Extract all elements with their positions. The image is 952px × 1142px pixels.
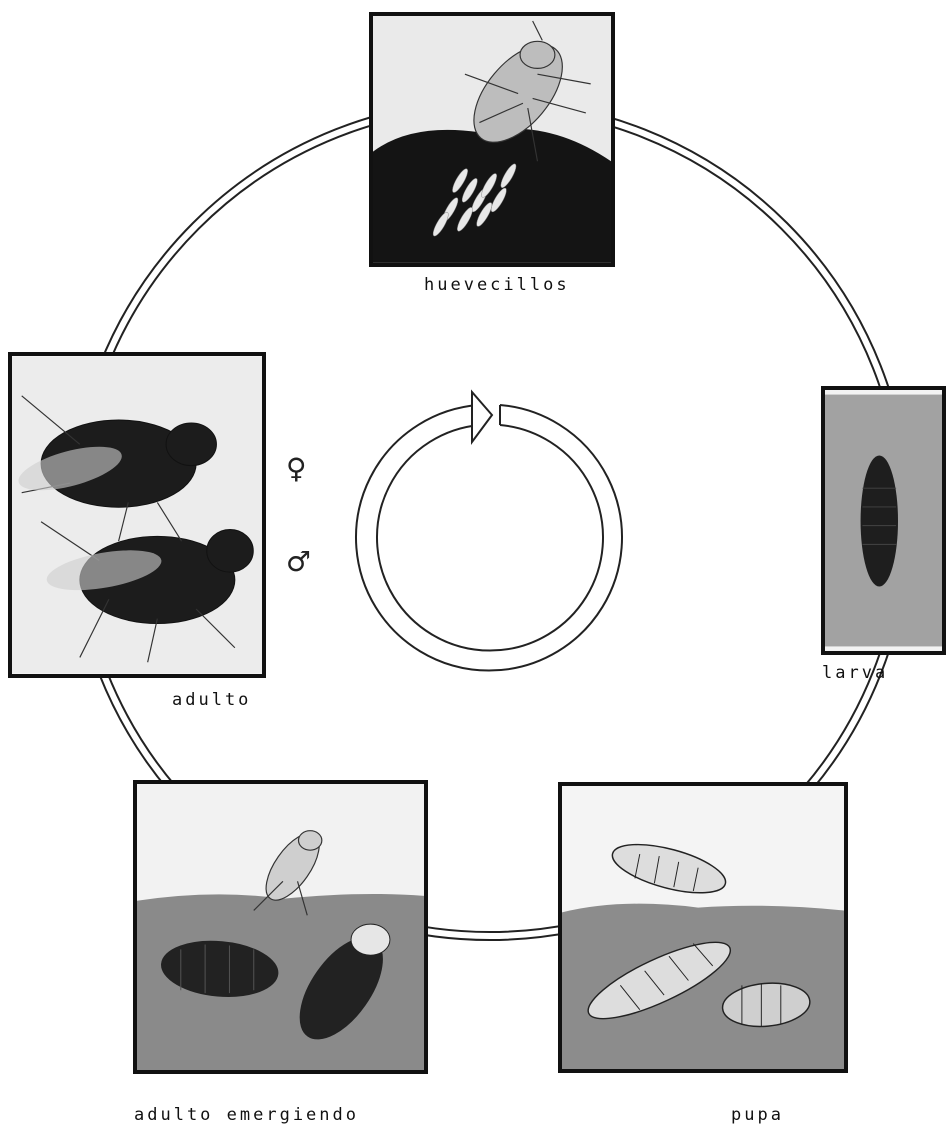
larvae-burrowing-illustration bbox=[562, 786, 844, 1069]
larva-photo bbox=[825, 390, 942, 651]
larva-label: larva bbox=[822, 663, 888, 683]
pupa-label: pupa bbox=[731, 1105, 784, 1125]
adult-label: adulto bbox=[172, 690, 251, 710]
emerging-adult-panel bbox=[133, 780, 428, 1074]
larva-panel bbox=[821, 386, 946, 655]
eggs-panel bbox=[369, 12, 615, 267]
male-symbol-icon: ♂ bbox=[286, 548, 311, 576]
eggs-label: huevecillos bbox=[424, 275, 570, 295]
female-symbol-icon: ♀ bbox=[286, 455, 307, 483]
emerging-adult-label: adulto emergiendo bbox=[134, 1105, 359, 1125]
adult-flies-photo bbox=[12, 356, 262, 674]
cycle-arrow-icon bbox=[356, 392, 622, 671]
adult-emerging-illustration bbox=[137, 784, 424, 1070]
adult-panel bbox=[8, 352, 266, 678]
pupa-panel bbox=[558, 782, 848, 1073]
fly-laying-eggs-illustration bbox=[373, 16, 611, 263]
